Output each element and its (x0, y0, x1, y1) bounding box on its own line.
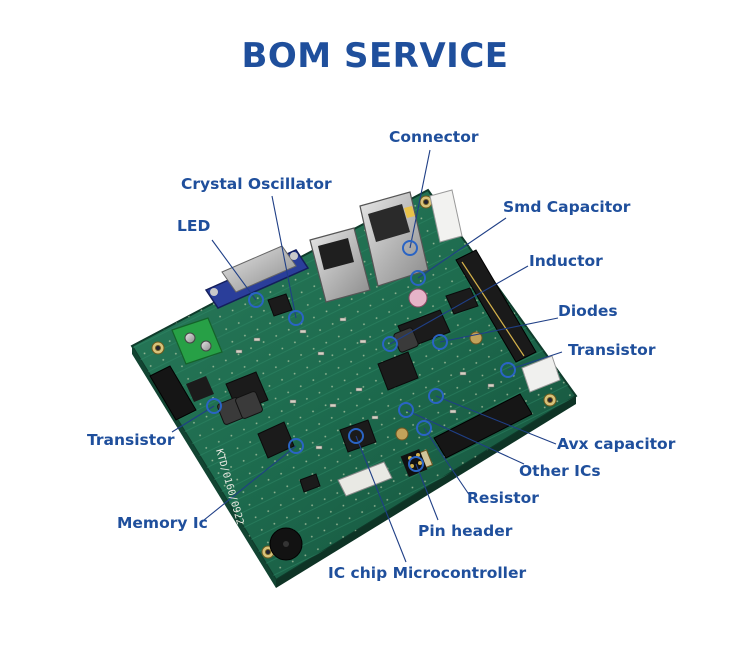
label-resistor: Resistor (467, 489, 539, 507)
terminal-block (171, 317, 223, 365)
component-markers (206, 240, 516, 472)
label-inductor: Inductor (529, 252, 603, 270)
label-connector: Connector (389, 128, 479, 146)
label-led: LED (177, 217, 211, 235)
label-ic-chip-microcontroller: IC chip Microcontroller (328, 564, 527, 582)
electrolytic-capacitor (408, 288, 428, 308)
label-diodes: Diodes (558, 302, 618, 320)
label-other-ics: Other ICs (519, 462, 601, 480)
usb-connector (309, 227, 371, 303)
sata-connector (149, 365, 197, 421)
label-crystal-oscillator: Crystal Oscillator (181, 175, 332, 193)
left-pin-header (186, 376, 214, 402)
vga-connector (204, 245, 310, 309)
rj45-connector (359, 191, 429, 287)
label-avx-capacitor: Avx capacitor (557, 435, 676, 453)
mounting-holes (151, 195, 557, 559)
label-memory-ic: Memory Ic (117, 514, 208, 532)
small-white-connector (429, 189, 463, 243)
label-transistor-right: Transistor (568, 341, 656, 359)
leader-lines (171, 149, 563, 563)
memory-slot (455, 249, 537, 363)
inductors (217, 327, 419, 425)
label-smd-capacitor: Smd Capacitor (503, 198, 631, 216)
lower-black-connector (433, 393, 533, 459)
smd-components (235, 317, 495, 450)
label-transistor-left: Transistor (87, 431, 175, 449)
right-connector (521, 355, 561, 393)
page-title: BOM SERVICE (241, 36, 509, 76)
label-pin-header: Pin header (418, 522, 513, 540)
